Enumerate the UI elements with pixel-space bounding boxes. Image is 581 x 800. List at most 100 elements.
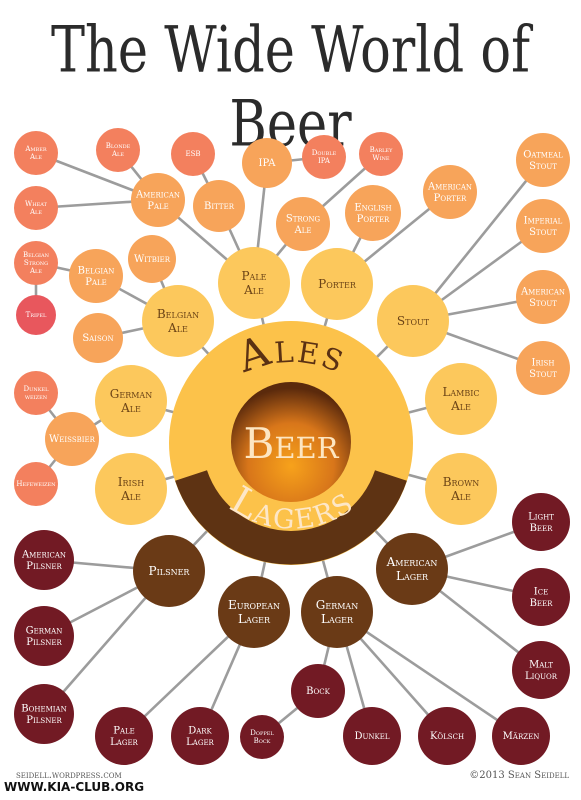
node-label-line: Wine	[372, 154, 390, 162]
node-label-line: American	[135, 189, 180, 200]
node-label-line: Lager	[238, 611, 271, 625]
node-marzen: Märzen	[492, 707, 550, 765]
beer-label: Beer	[243, 419, 339, 468]
node-label-line: Dark	[188, 725, 212, 736]
beer-glass-center	[231, 382, 351, 502]
node-label-line: Ale	[29, 267, 42, 275]
node-label-line: Bock	[254, 737, 271, 745]
node-label-dunkel: Dunkel	[354, 731, 389, 742]
node-porter: Porter	[301, 248, 373, 320]
node-circle-blonde-ale	[96, 128, 140, 172]
node-circle-wheat-ale	[14, 186, 58, 230]
node-label-line: Lager	[321, 611, 354, 625]
node-circle-lambic-ale	[425, 363, 497, 435]
node-circle-brown-ale	[425, 453, 497, 525]
node-label-line: Bock	[306, 686, 330, 697]
node-label-bock: Bock	[306, 686, 330, 697]
node-hefeweizen: Hefeweizen	[14, 462, 58, 506]
node-label-line: Imperial	[524, 215, 563, 226]
node-bock: Bock	[291, 664, 345, 718]
node-label-line: ESB	[185, 150, 200, 158]
node-label-line: IPA	[318, 157, 331, 165]
node-circle-american-lager	[376, 533, 448, 605]
node-circle-german-lager	[301, 576, 373, 648]
node-label-line: Oatmeal	[523, 149, 563, 160]
node-label-line: Stout	[529, 160, 557, 171]
node-label-line: English	[354, 202, 391, 213]
node-label-esb: ESB	[185, 150, 200, 158]
node-label-line: Belgian	[157, 307, 199, 321]
node-label-line: Pale	[85, 276, 107, 287]
node-label-line: American	[21, 549, 66, 560]
node-circle-irish-ale	[95, 453, 167, 525]
node-label-line: Porter	[434, 192, 467, 203]
footer-website: seidell.wordpress.com	[16, 770, 122, 781]
node-label-line: Kölsch	[430, 731, 464, 742]
connector-german-lager-marzen	[336, 610, 522, 738]
node-circle-american-porter	[423, 165, 477, 219]
node-label-tripel: Tripel	[26, 311, 47, 319]
node-label-line: Liquor	[525, 670, 558, 681]
node-label-line: Pale	[113, 725, 135, 736]
node-circle-pale-lager	[95, 707, 153, 765]
node-label-marzen: Märzen	[503, 731, 540, 742]
node-pilsner: Pilsner	[133, 535, 205, 607]
node-circle-american-pale	[131, 173, 185, 227]
node-circle-belgian-ale	[142, 285, 214, 357]
node-label-line: Ale	[167, 320, 188, 334]
page-title: The Wide World of Beer	[51, 14, 530, 162]
node-label-line: Belgian	[23, 251, 50, 259]
node-label-line: Tripel	[26, 311, 47, 319]
node-circle-belgian-pale	[69, 249, 123, 303]
node-label-porter: Porter	[318, 277, 357, 291]
node-label-line: Ale	[120, 488, 141, 502]
node-label-line: Stout	[397, 314, 430, 328]
node-label-line: Dunkel	[354, 731, 389, 742]
node-label-line: Ale	[111, 150, 124, 158]
node-label-line: Bitter	[204, 201, 235, 212]
node-circle-ice-beer	[512, 568, 570, 626]
node-label-line: Lager	[396, 568, 429, 582]
node-witbier: Witbier	[128, 235, 176, 283]
center-hub: Ales Beer Lagers	[169, 321, 413, 565]
node-label-line: Malt	[529, 659, 553, 670]
node-label-line: Blonde	[106, 142, 131, 150]
node-label-bitter: Bitter	[204, 201, 235, 212]
node-label-line: Pilsner	[149, 564, 191, 578]
node-label-line: European	[228, 598, 280, 612]
node-label-line: Stout	[529, 297, 557, 308]
node-esb: ESB	[171, 132, 215, 176]
node-label-line: IPA	[259, 158, 277, 169]
node-label-line: Strong	[24, 259, 48, 267]
node-circle-hefeweizen	[14, 462, 58, 506]
node-label-line: Ale	[29, 208, 42, 216]
node-label-ipa: IPA	[259, 158, 277, 169]
node-circle-bock	[291, 664, 345, 718]
